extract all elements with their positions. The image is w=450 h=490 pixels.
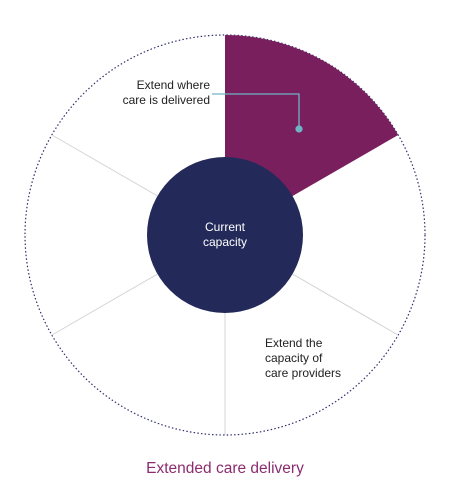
center-circle (147, 157, 303, 313)
segment-top-label-line2: care is delivered (123, 93, 210, 107)
outer-ring (24, 34, 426, 436)
segment-right-label-line1: Extend the (265, 336, 323, 350)
segment-right-label-line3: care providers (265, 366, 341, 380)
callout-line (212, 93, 300, 128)
segment-right-label-line2: capacity of (265, 351, 323, 365)
callout-dot (295, 125, 303, 133)
segment-top-label-line1: Extend where (137, 78, 211, 92)
center-label-line2: capacity (203, 235, 247, 249)
center-label-line1: Current (205, 220, 246, 234)
footer-title: Extended care delivery (146, 460, 304, 477)
